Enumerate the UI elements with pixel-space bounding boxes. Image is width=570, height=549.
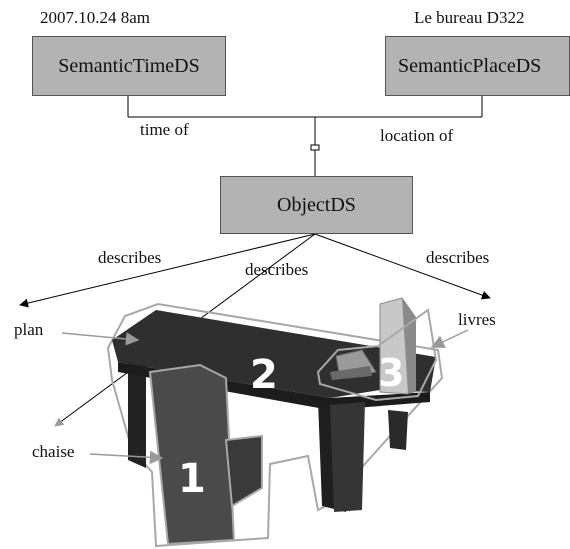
time-caption: 2007.10.24 8am	[40, 8, 151, 27]
part-label-livres: livres	[458, 310, 496, 329]
region-number-2: 2	[250, 352, 278, 398]
books-outline	[316, 308, 438, 402]
relation-time-of: time of	[140, 120, 189, 139]
region-number-3: 3	[378, 351, 404, 395]
relation-describes-left: describes	[98, 248, 162, 267]
desk-scene-illustration: 1 2 3	[106, 297, 444, 548]
part-pointers	[61, 329, 469, 465]
pointer-chaise	[89, 450, 164, 465]
part-label-plan: plan	[14, 320, 44, 339]
relation-location-of: location of	[380, 126, 454, 145]
semantic-time-node: SemanticTimeDS	[32, 36, 226, 96]
desk-outline	[106, 302, 444, 548]
relation-describes-middle: describes	[245, 260, 309, 279]
arrow-to-plan	[19, 233, 316, 308]
semantic-place-node: SemanticPlaceDS	[385, 36, 570, 96]
pointer-plan	[61, 332, 140, 346]
pointer-livres	[430, 329, 469, 348]
chair-seat	[224, 434, 263, 508]
object-node: ObjectDS	[220, 176, 413, 234]
region-number-1: 1	[178, 456, 206, 502]
place-caption: Le bureau D322	[414, 8, 525, 27]
relation-describes-right: describes	[426, 248, 490, 267]
chair-back	[148, 363, 236, 546]
relation-connector	[127, 96, 483, 176]
part-label-chaise: chaise	[32, 442, 75, 461]
arrow-to-livres	[314, 233, 491, 300]
